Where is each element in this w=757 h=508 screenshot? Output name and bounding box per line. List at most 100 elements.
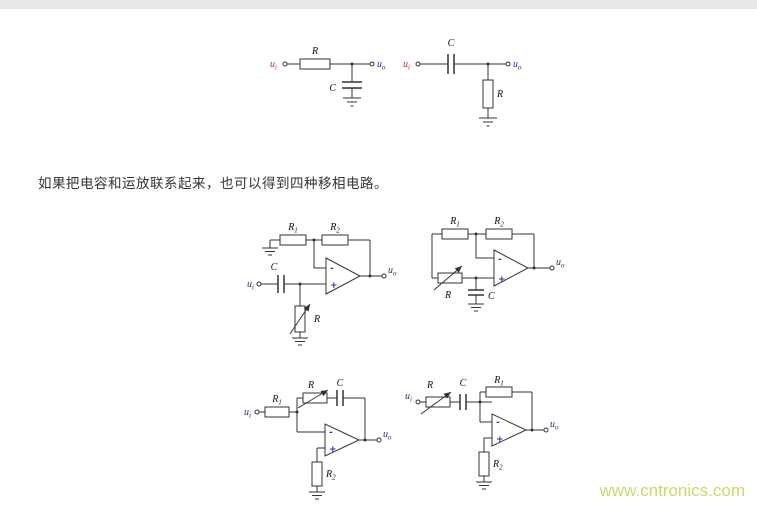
- resistor-r1: [441, 228, 469, 240]
- cr-highpass-circuit-diagram: ui C uo R: [403, 38, 522, 127]
- resistor-r: [299, 58, 331, 70]
- output-terminal: [543, 427, 549, 433]
- potentiometer-r: [433, 265, 463, 291]
- resistor-label: R: [496, 89, 503, 100]
- output-terminal: [369, 61, 375, 67]
- wire: [479, 391, 486, 402]
- output-voltage-label: uo: [550, 419, 559, 432]
- output-voltage-label: uo: [383, 429, 392, 442]
- inverting-input-sign: -: [330, 264, 334, 274]
- ground-symbol: [479, 117, 497, 127]
- capacitor-label: C: [271, 262, 278, 273]
- opamp-phase-shift-circuit-2: R1 R2 - + R C uo: [431, 216, 565, 312]
- capacitor-c: [468, 289, 484, 296]
- resistor-r1: [264, 406, 290, 418]
- opamp-phase-shift-circuit-3: ui R1 R C - + R2 uo: [244, 378, 392, 500]
- input-terminal: [415, 61, 421, 67]
- wire: [296, 397, 303, 412]
- node-dot: [363, 438, 367, 442]
- node-dot: [368, 274, 372, 278]
- capacitor-c: [459, 394, 467, 410]
- body-text: 如果把电容和运放联系起来，也可以得到四种移相电路。: [38, 175, 388, 191]
- resistor-r2: [311, 461, 323, 487]
- potentiometer-r: [297, 389, 329, 409]
- resistor-r-label: R: [307, 380, 314, 391]
- opamp-triangle: [324, 423, 361, 457]
- input-voltage-label: ui: [270, 59, 277, 72]
- resistor-r1: [485, 386, 513, 398]
- resistor-r2: [321, 234, 349, 246]
- capacitor-label: C: [329, 83, 336, 94]
- capacitor-c: [342, 81, 362, 89]
- inverting-input-sign: -: [329, 428, 333, 438]
- resistor-r: [482, 79, 494, 109]
- resistor-r-label: R: [444, 290, 451, 301]
- input-terminal: [256, 281, 262, 287]
- resistor-r1-label: R1: [271, 394, 282, 407]
- potentiometer-r: [420, 391, 452, 415]
- input-voltage-label: ui: [405, 391, 412, 404]
- top-gray-strip: [0, 0, 757, 9]
- opamp-phase-shift-circuit-4: ui R C R1 - + R2 uo: [405, 375, 559, 490]
- input-terminal: [254, 409, 260, 415]
- wire: [343, 397, 366, 440]
- input-terminal: [415, 399, 421, 405]
- resistor-r1-label: R1: [449, 216, 460, 229]
- opamp-triangle: [493, 249, 530, 287]
- noninverting-input-sign: +: [496, 435, 504, 445]
- output-voltage-label: uo: [513, 59, 522, 72]
- output-terminal: [505, 61, 511, 67]
- resistor-r1-label: R1: [493, 375, 504, 388]
- opamp-phase-shift-circuit-1: R1 R2 - + ui C R uo: [247, 222, 397, 346]
- wire: [512, 391, 533, 430]
- resistor-r2: [485, 228, 513, 240]
- output-voltage-label: uo: [377, 59, 386, 72]
- opamp-triangle: [491, 413, 528, 447]
- ground-symbol: [292, 337, 308, 346]
- potentiometer-r: [289, 303, 311, 335]
- input-terminal: [282, 61, 288, 67]
- inverting-input-sign: -: [496, 418, 500, 428]
- capacitor-c: [277, 275, 285, 293]
- wire: [483, 437, 492, 452]
- input-voltage-label: ui: [247, 279, 254, 292]
- noninverting-input-sign: +: [329, 445, 337, 455]
- input-voltage-label: ui: [403, 59, 410, 72]
- wire: [479, 402, 492, 423]
- noninverting-input-sign: +: [498, 275, 506, 285]
- node-dot: [530, 428, 534, 432]
- resistor-label: R: [311, 46, 318, 57]
- ground-symbol: [343, 97, 361, 107]
- wire: [431, 233, 442, 279]
- wire: [348, 239, 371, 276]
- resistor-r2-label: R2: [493, 216, 504, 229]
- ground-symbol: [262, 247, 278, 256]
- resistor-r2-label: R2: [329, 222, 340, 235]
- node-dot: [532, 266, 536, 270]
- noninverting-input-sign: +: [330, 281, 338, 291]
- resistor-r2: [478, 451, 490, 477]
- ground-symbol: [476, 481, 492, 490]
- input-voltage-label: ui: [244, 407, 251, 420]
- ground-symbol: [468, 303, 484, 312]
- site-watermark: www.cntronics.com: [599, 481, 745, 500]
- resistor-r2-label: R2: [325, 469, 336, 482]
- resistor-r1-label: R1: [287, 222, 298, 235]
- wire: [296, 412, 325, 433]
- wire: [512, 233, 535, 268]
- wire: [313, 240, 326, 269]
- output-voltage-label: uo: [388, 265, 397, 278]
- capacitor-label: C: [460, 378, 467, 389]
- inverting-input-sign: -: [498, 255, 502, 265]
- resistor-r-label: R: [313, 314, 320, 325]
- resistor-r-label: R: [426, 380, 433, 391]
- resistor-r2-label: R2: [492, 459, 503, 472]
- capacitor-label: C: [488, 291, 495, 302]
- output-terminal: [381, 273, 387, 279]
- capacitor-c: [336, 390, 344, 406]
- output-voltage-label: uo: [556, 257, 565, 270]
- output-terminal: [376, 437, 382, 443]
- capacitor-c: [447, 54, 455, 74]
- wire: [269, 239, 280, 248]
- opamp-triangle: [325, 257, 362, 295]
